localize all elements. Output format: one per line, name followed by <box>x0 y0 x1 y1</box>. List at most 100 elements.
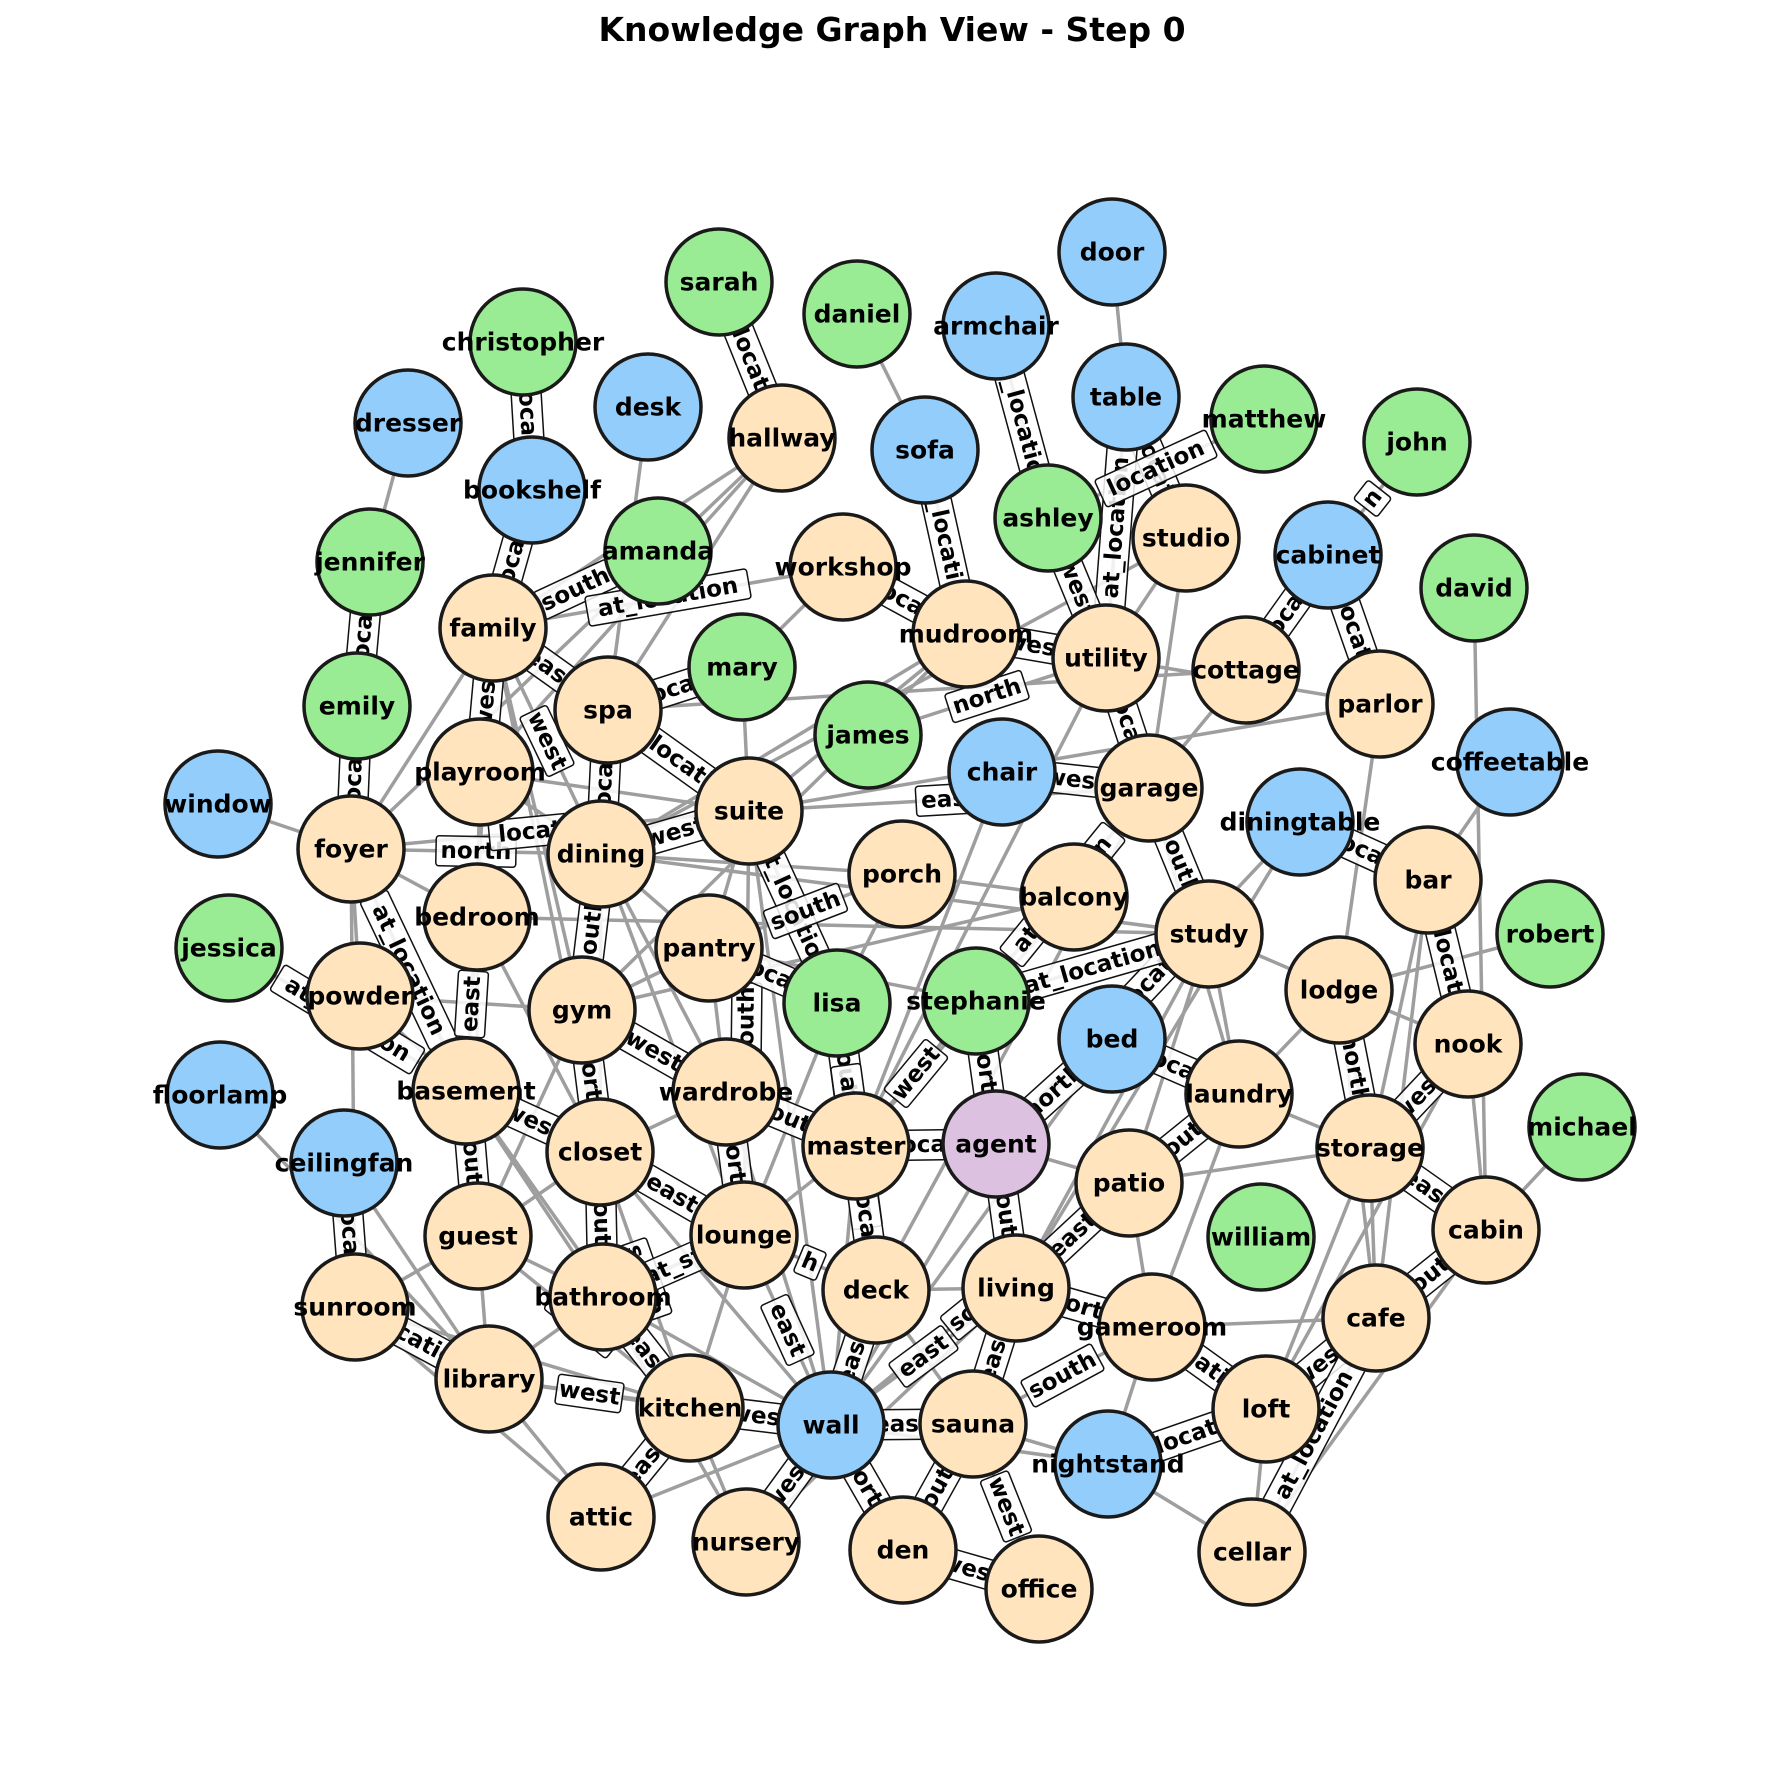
node-william: william <box>1206 1182 1316 1292</box>
node-pantry: pantry <box>654 893 764 1003</box>
node-daniel: daniel <box>802 259 912 369</box>
node-circle <box>1315 1093 1425 1203</box>
edge-label-box <box>762 882 849 940</box>
node-cafe: cafe <box>1321 1263 1431 1373</box>
node-desk: desk <box>593 352 703 462</box>
node-circle <box>788 512 898 622</box>
node-dining: dining <box>546 799 656 909</box>
node-label: bed <box>1086 1025 1139 1054</box>
node-nook: nook <box>1413 989 1523 1099</box>
node-diningtable: diningtable <box>1220 767 1380 877</box>
node-emily: emily <box>302 651 412 761</box>
node-deck: deck <box>821 1235 931 1345</box>
node-label: laundry <box>1185 1080 1293 1109</box>
node-james: james <box>813 680 923 790</box>
node-circle <box>654 893 764 1003</box>
node-label: basement <box>396 1077 535 1106</box>
node-circle <box>1495 879 1605 989</box>
node-circle <box>548 1242 658 1352</box>
node-label: emily <box>319 692 395 721</box>
node-circle <box>353 368 463 478</box>
node-study: study <box>1154 879 1264 989</box>
edge-nook-loft <box>1264 1043 1470 1410</box>
node-cabin: cabin <box>1431 1175 1541 1285</box>
node-closet: closet <box>545 1097 655 1207</box>
node-label: sofa <box>895 436 955 465</box>
node-window: window <box>163 749 273 859</box>
node-circle <box>477 435 587 545</box>
node-circle <box>1131 483 1241 593</box>
node-label: stephanie <box>906 987 1046 1016</box>
node-bathroom: bathroom <box>534 1242 672 1352</box>
node-circle <box>691 1487 801 1597</box>
edge-label-lounge-wall: east <box>760 1293 815 1367</box>
edge-study-living <box>1014 933 1211 1289</box>
node-bookshelf: bookshelf <box>463 435 602 545</box>
node-circle <box>1154 879 1264 989</box>
node-lisa: lisa <box>782 948 892 1058</box>
node-michael: michael <box>1527 1072 1637 1182</box>
edge-david-cabin <box>1472 587 1488 1231</box>
node-label: ceilingfan <box>275 1149 414 1178</box>
node-label: christopher <box>442 328 605 357</box>
node-bar: bar <box>1373 825 1483 935</box>
node-circle <box>689 1180 799 1290</box>
node-circle <box>911 579 1021 689</box>
node-circle <box>165 1040 275 1150</box>
edge-label-box <box>1353 480 1392 517</box>
node-circle <box>1413 989 1523 1099</box>
node-label: pantry <box>662 934 755 963</box>
node-spa: spa <box>553 655 663 765</box>
node-circle <box>961 1233 1071 1343</box>
node-circle <box>1057 984 1167 1094</box>
edge-hallway-foyer <box>349 436 784 851</box>
node-label: bar <box>1404 866 1452 895</box>
node-label: workshop <box>775 553 912 582</box>
node-label: study <box>1170 920 1249 949</box>
node-circle <box>545 1097 655 1207</box>
node-circle <box>947 717 1057 827</box>
node-label: dining <box>557 840 646 869</box>
node-label: sauna <box>931 1410 1015 1439</box>
node-jennifer: jennifer <box>314 507 426 617</box>
node-armchair: armchair <box>933 271 1059 381</box>
node-label: coffeetable <box>1431 748 1589 777</box>
node-agent: agent <box>941 1089 1051 1199</box>
node-circle <box>1373 825 1483 935</box>
node-label: floorlamp <box>153 1081 288 1110</box>
node-sunroom: sunroom <box>293 1252 417 1362</box>
node-label: james <box>825 721 909 750</box>
node-label: john <box>1385 428 1447 457</box>
node-robert: robert <box>1495 879 1605 989</box>
edge-mudroom-dining <box>600 632 967 856</box>
node-amanda: amanda <box>602 496 714 606</box>
node-floorlamp: floorlamp <box>153 1040 288 1150</box>
node-jessica: jessica <box>174 893 284 1003</box>
node-library: library <box>434 1324 544 1434</box>
node-balcony: balcony <box>1019 842 1129 952</box>
node-circle <box>847 819 957 929</box>
node-label: kitchen <box>638 1394 743 1423</box>
node-circle <box>411 1036 521 1146</box>
node-john: john <box>1362 387 1472 497</box>
node-circle <box>727 383 837 493</box>
edge-label-library-kitchen: west <box>554 1373 625 1414</box>
node-circle <box>434 1324 544 1434</box>
node-label: nursery <box>692 1528 800 1557</box>
node-sarah: sarah <box>664 227 774 337</box>
node-circle <box>163 749 273 859</box>
node-mudroom: mudroom <box>899 579 1033 689</box>
node-cabinet: cabinet <box>1273 500 1383 610</box>
node-circle <box>1419 533 1529 643</box>
node-attic: attic <box>546 1462 656 1572</box>
node-chair: chair <box>947 717 1057 827</box>
node-stephanie: stephanie <box>906 946 1046 1056</box>
node-label: mary <box>706 653 778 682</box>
node-circle <box>941 1089 1051 1199</box>
edge-label-box <box>554 1373 625 1414</box>
node-door: door <box>1057 197 1167 307</box>
node-label: playroom <box>414 758 546 787</box>
node-parlor: parlor <box>1325 649 1435 759</box>
node-david: david <box>1419 533 1529 643</box>
